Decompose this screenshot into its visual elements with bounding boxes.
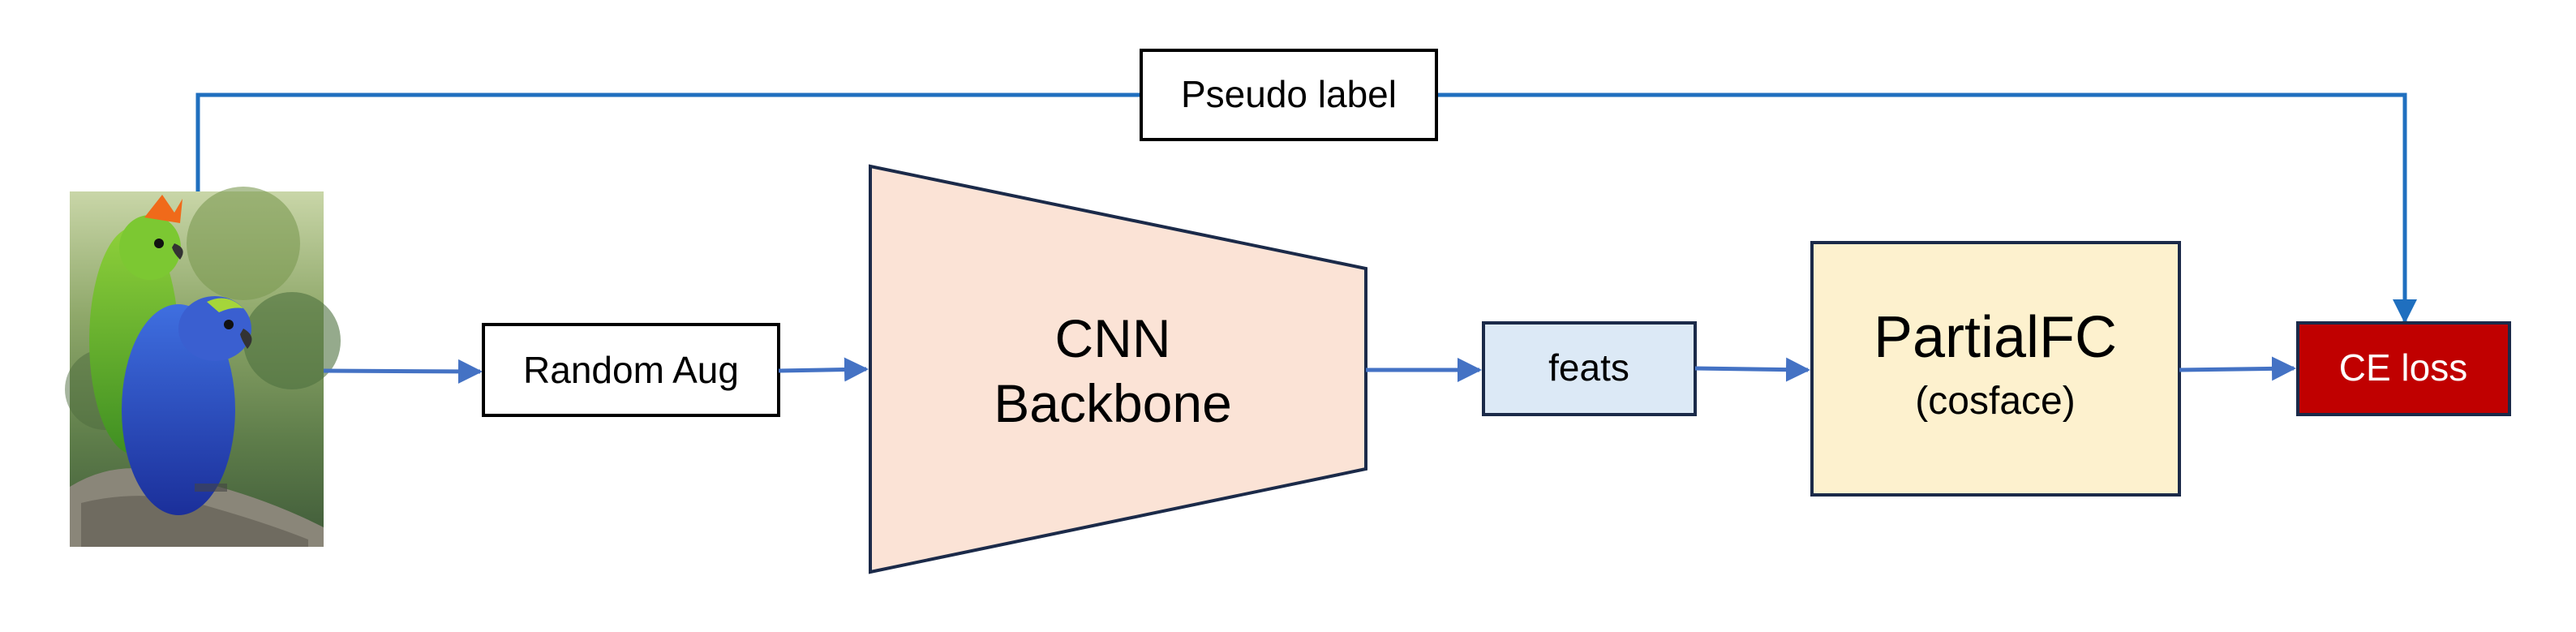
arrow-aug-to-backbone bbox=[778, 357, 869, 382]
random-aug-box: Random Aug bbox=[482, 323, 780, 417]
partialfc-line1: PartialFC bbox=[1874, 305, 2117, 370]
feats-box: feats bbox=[1482, 321, 1697, 416]
pseudo-label-box: Pseudo label bbox=[1140, 49, 1438, 141]
partialfc-line2: (cosface) bbox=[1915, 380, 2075, 423]
partialfc-box: PartialFC (cosface) bbox=[1810, 241, 2181, 497]
arrow-partialfc-to-ce bbox=[2179, 356, 2296, 381]
cnn-backbone-block: CNN Backbone bbox=[869, 164, 1367, 574]
ce-loss-box: CE loss bbox=[2296, 321, 2511, 416]
pseudo-label-text: Pseudo label bbox=[1181, 73, 1397, 115]
arrow-image-to-aug bbox=[323, 359, 483, 384]
pseudo-label-connector bbox=[195, 92, 2417, 324]
random-aug-text: Random Aug bbox=[523, 349, 739, 391]
arrow-feats-to-partialfc bbox=[1694, 357, 1810, 382]
backbone-line1: CNN bbox=[1055, 308, 1171, 368]
backbone-line2: Backbone bbox=[994, 373, 1232, 433]
input-image bbox=[65, 187, 341, 547]
feats-text: feats bbox=[1548, 346, 1629, 389]
ce-loss-text: CE loss bbox=[2339, 346, 2467, 389]
